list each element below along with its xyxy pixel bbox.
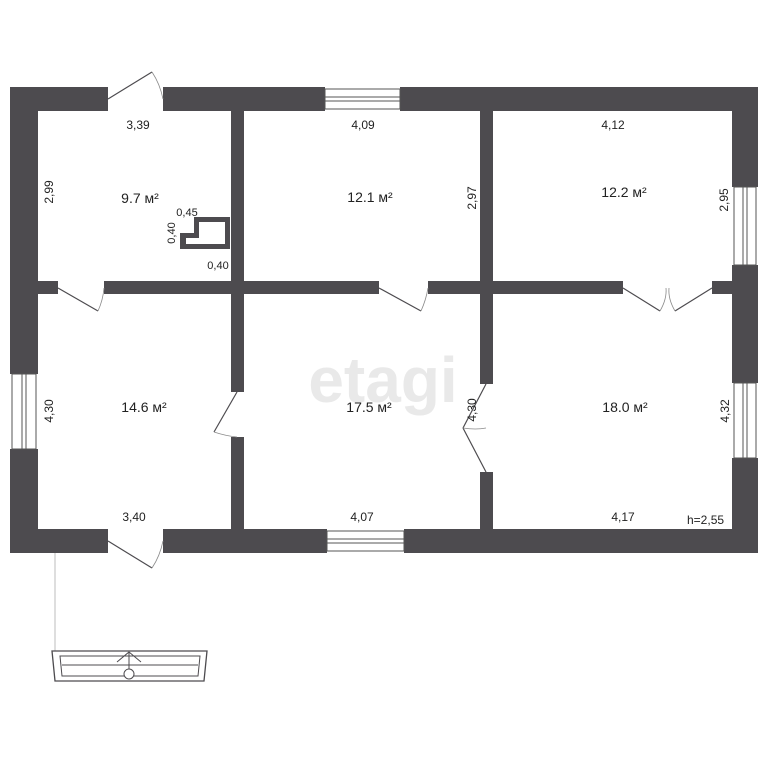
- door-room1-room4: [57, 287, 105, 312]
- wall-left-upper: [10, 87, 38, 374]
- wall-right-mid: [732, 265, 758, 383]
- room-2-area: 12.1 м²: [347, 189, 393, 205]
- room-6-height: 4,32: [718, 399, 732, 423]
- window-left: [11, 373, 37, 450]
- room-3-width: 4,12: [601, 118, 625, 132]
- window-right-bottom: [733, 382, 757, 459]
- room-4-height: 4,30: [42, 399, 56, 423]
- stove-dimensions: 0,45 0,40 0,40: [166, 207, 229, 272]
- wall-right-top: [732, 87, 758, 187]
- room-6-area: 18.0 м²: [602, 399, 648, 415]
- room-6: 18.0 м² 4,17 4,32 h=2,55: [602, 399, 732, 527]
- entrance-marker: [51, 553, 208, 682]
- room-3-height: 2,95: [717, 188, 731, 212]
- wall-top-right: [400, 87, 758, 111]
- wall-vertical-left-upper: [231, 111, 244, 392]
- room-4: 14.6 м² 3,40 4,30: [42, 399, 167, 524]
- window-right-top: [733, 186, 757, 266]
- wall-right-bottom: [732, 458, 758, 553]
- circle-icon: [123, 668, 135, 680]
- stove-depth: 0,40: [166, 222, 178, 243]
- room-4-area: 14.6 м²: [121, 399, 167, 415]
- arrow-up-icon: [116, 651, 142, 663]
- stove: [180, 217, 230, 249]
- stove-width: 0,45: [176, 207, 197, 219]
- wall-horizontal-3: [428, 281, 623, 294]
- room-3-area: 12.2 м²: [601, 184, 647, 200]
- ceiling-height: h=2,55: [687, 513, 724, 527]
- room-1-area: 9.7 м²: [121, 190, 159, 206]
- window-bottom: [326, 530, 405, 552]
- door-room5-room6: [462, 383, 487, 473]
- wall-top-mid: [163, 87, 325, 111]
- wall-bottom-mid: [163, 529, 327, 553]
- room-4-width: 3,40: [122, 510, 146, 524]
- windows: [11, 88, 757, 552]
- room-1: 9.7 м² 3,39 2,99: [42, 118, 159, 206]
- room-2-width: 4,09: [351, 118, 375, 132]
- door-room3-room6-double: [622, 287, 713, 312]
- wall-vertical-right-upper: [480, 111, 493, 384]
- wall-horizontal-2: [104, 281, 379, 294]
- wall-left-lower: [10, 449, 38, 553]
- room-5-area: 17.5 м²: [346, 399, 392, 415]
- doors: [57, 71, 713, 569]
- room-5-height: 4,30: [465, 398, 479, 422]
- room-5-width: 4,07: [350, 510, 374, 524]
- room-1-height: 2,99: [42, 180, 56, 204]
- stove-side: 0,40: [207, 260, 228, 272]
- wall-horizontal-1: [38, 281, 58, 294]
- door-entrance-bottom: [107, 540, 164, 569]
- window-top: [324, 88, 401, 110]
- room-5: 17.5 м² 4,07 4,30: [346, 398, 479, 524]
- room-2: 12.1 м² 4,09 2,97: [347, 118, 479, 210]
- marker-inner-frame: [59, 655, 201, 677]
- wall-bottom-right: [404, 529, 758, 553]
- door-room2-room5: [378, 287, 429, 312]
- room-3: 12.2 м² 4,12 2,95: [601, 118, 731, 212]
- wall-vertical-left-lower: [231, 437, 244, 529]
- room-6-width: 4,17: [611, 510, 635, 524]
- outer-walls: [10, 87, 758, 553]
- room-1-width: 3,39: [126, 118, 150, 132]
- interior-walls: [38, 111, 732, 529]
- wall-horizontal-4: [712, 281, 732, 294]
- room-2-height: 2,97: [465, 186, 479, 210]
- door-entrance-top: [107, 71, 164, 100]
- watermark: etagi: [308, 344, 457, 416]
- wall-vertical-right-lower: [480, 472, 493, 529]
- door-room4-room5: [213, 391, 238, 438]
